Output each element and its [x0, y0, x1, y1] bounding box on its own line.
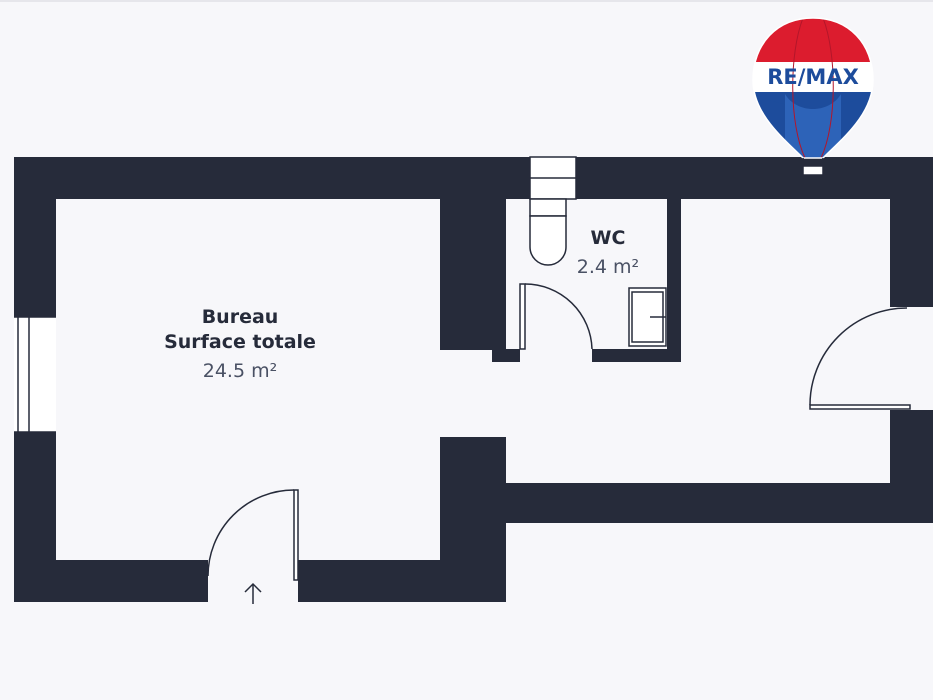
room-area-bureau: 24.5 m² [202, 360, 278, 382]
door-right [809, 307, 911, 410]
room-name-wc: WC [590, 227, 626, 249]
wall-wc-left [492, 199, 506, 362]
door-wc [519, 283, 593, 350]
window-left [14, 316, 56, 433]
wall-right-lower [890, 410, 933, 523]
room-name-bureau: Bureau [201, 306, 279, 328]
hot-air-balloon-icon [753, 18, 873, 158]
wall-bureau-right-upper [440, 199, 492, 350]
door-entrance [207, 489, 299, 581]
arrow-up-icon [244, 582, 262, 604]
wall-wc-bottom-right [592, 349, 681, 362]
toilet-fixture [529, 198, 567, 266]
room-subtitle-bureau: Surface totale [164, 331, 316, 353]
room-label-bureau: Bureau Surface totale 24.5 m² [140, 305, 340, 384]
wall-wc-right [667, 199, 681, 362]
remax-wordmark: RE/MAX [767, 65, 859, 89]
remax-balloon-logo: RE/MAX [752, 17, 874, 176]
room-label-wc: WC 2.4 m² [560, 226, 656, 280]
wall-corridor-bottom [440, 483, 933, 523]
wall-right-upper [890, 157, 933, 307]
walls [14, 157, 933, 602]
wall-left-upper [14, 157, 56, 317]
wall-bottom-left [14, 560, 208, 602]
wall-wc-bottom-left [492, 349, 520, 362]
room-area-wc: 2.4 m² [576, 256, 640, 278]
window-wc [529, 156, 577, 200]
wall-top-left [14, 157, 530, 199]
balloon-basket [802, 165, 824, 176]
sink-fixture [628, 287, 667, 347]
wall-top-right [576, 157, 933, 199]
